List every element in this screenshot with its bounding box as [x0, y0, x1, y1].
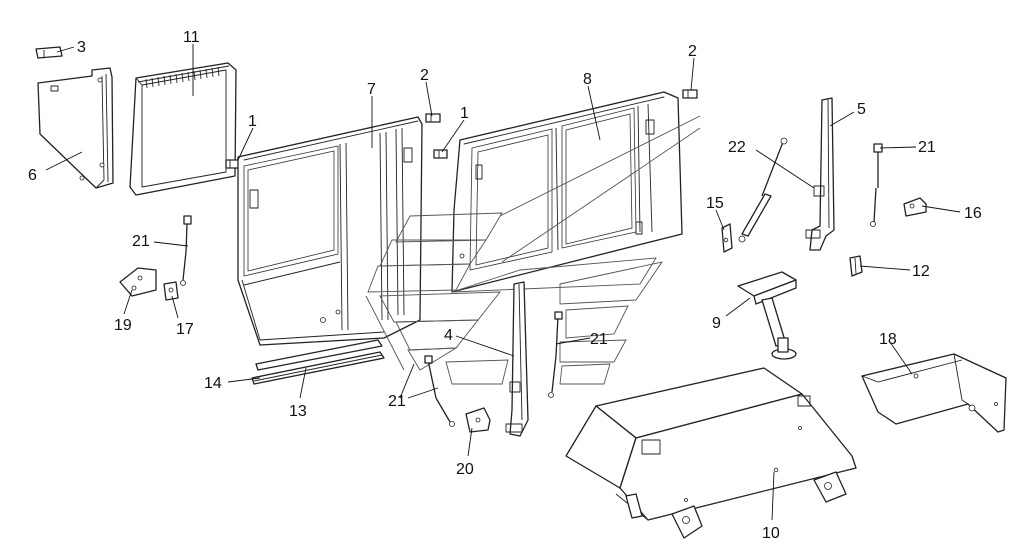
part-18-floor-tray[interactable]	[861, 353, 1007, 433]
callout-6: 6	[28, 167, 37, 184]
callout-labels: 3 11 6 1 7 2 1 8 2 5 22 21 15 16 21 12 1…	[28, 29, 982, 542]
part-7-left-door[interactable]	[237, 116, 423, 346]
part-4-pillar[interactable]	[505, 281, 529, 437]
part-12-latch-block[interactable]	[849, 255, 863, 277]
part-17-bracket[interactable]	[163, 281, 179, 301]
ghost-glass-panes	[365, 115, 701, 385]
callout-19: 19	[114, 317, 132, 334]
callout-2-right: 2	[688, 43, 697, 60]
callout-21-top-right: 21	[918, 139, 936, 156]
callout-21-mid-right: 21	[590, 331, 608, 348]
callout-1-left: 1	[248, 113, 257, 130]
part-21-gas-strut-top-right[interactable]	[870, 143, 883, 227]
callout-21-mid-left: 21	[388, 393, 406, 410]
callout-7: 7	[367, 81, 376, 98]
part-19-bracket[interactable]	[119, 267, 157, 297]
part-22-gas-strut[interactable]	[738, 137, 788, 243]
callout-8: 8	[583, 71, 592, 88]
leader-lines	[45, 44, 961, 521]
callout-15: 15	[706, 195, 724, 212]
part-15-bracket[interactable]	[721, 223, 733, 253]
callout-20: 20	[456, 461, 474, 478]
part-10-engine-cover[interactable]	[565, 367, 857, 539]
callout-5: 5	[857, 101, 866, 118]
callout-12: 12	[912, 263, 930, 280]
part-21-gas-strut-mid-right[interactable]	[548, 311, 563, 398]
callout-22: 22	[728, 139, 746, 156]
part-16-bracket[interactable]	[903, 197, 927, 217]
callout-18: 18	[879, 331, 897, 348]
filter-fins	[145, 66, 220, 89]
part-2-latch-left[interactable]	[425, 113, 441, 123]
callout-2-left: 2	[420, 67, 429, 84]
part-8-right-door[interactable]	[451, 91, 683, 293]
callout-4: 4	[444, 327, 453, 344]
part-5-pillar[interactable]	[805, 97, 835, 251]
callout-17: 17	[176, 321, 194, 338]
callout-1-right: 1	[460, 105, 469, 122]
part-21-gas-strut-left[interactable]	[180, 215, 192, 286]
part-9-column-stand[interactable]	[737, 271, 797, 360]
callout-13: 13	[289, 403, 307, 420]
part-2-latch-right[interactable]	[682, 89, 698, 99]
part-13-sill-strip[interactable]	[251, 351, 385, 385]
callout-9: 9	[712, 315, 721, 332]
callout-16: 16	[964, 205, 982, 222]
callout-10: 10	[762, 525, 780, 542]
callout-3: 3	[77, 39, 86, 56]
part-11-filter-panel[interactable]	[129, 62, 237, 196]
part-1-hinge-right[interactable]	[433, 149, 448, 159]
callout-11: 11	[183, 29, 200, 46]
part-21-gas-strut-mid-left[interactable]	[424, 355, 455, 427]
callout-14: 14	[204, 375, 222, 392]
callout-21-left: 21	[132, 233, 150, 250]
part-3-clip[interactable]	[35, 46, 63, 59]
part-20-bracket[interactable]	[465, 407, 491, 433]
part-6-side-panel[interactable]	[37, 67, 114, 189]
part-14-sill-strip[interactable]	[255, 339, 383, 371]
